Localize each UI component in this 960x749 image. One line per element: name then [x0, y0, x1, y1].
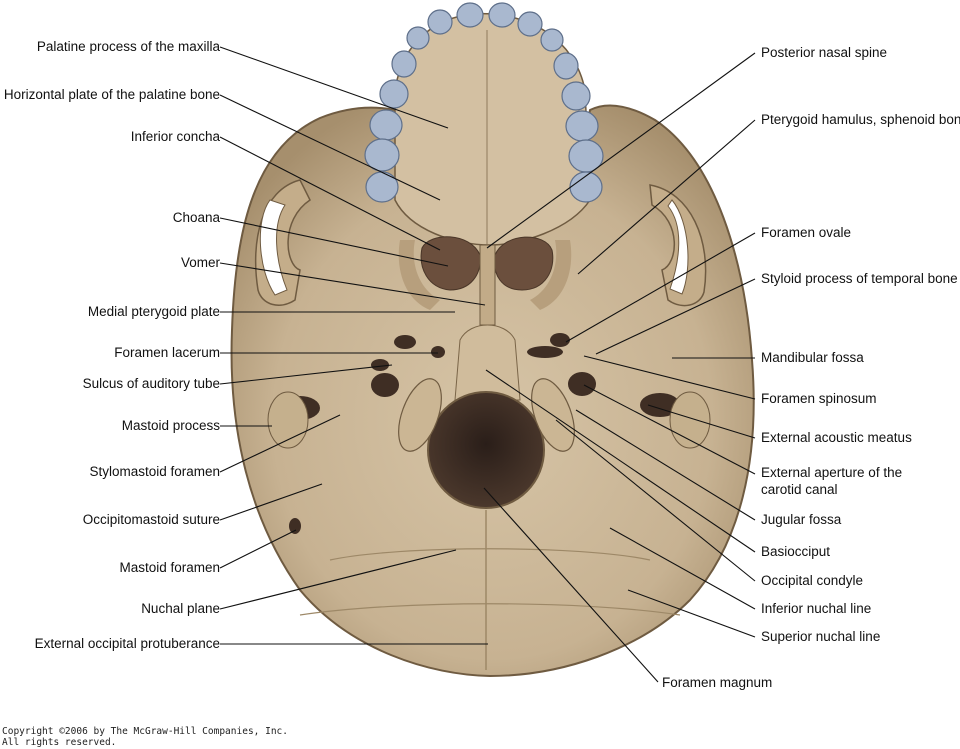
leader-carotid-canal	[583, 384, 756, 475]
leader-basiocciput	[485, 369, 756, 553]
label-external-occipital-protuberance: External occipital protuberance	[34, 636, 220, 651]
leader-horizontal-plate	[219, 94, 441, 201]
label-foramen-lacerum: Foramen lacerum	[114, 345, 220, 360]
label-vomer: Vomer	[180, 255, 220, 270]
leader-styloid-process	[595, 278, 756, 355]
label-jugular-fossa: Jugular fossa	[761, 512, 842, 527]
label-stylomastoid-foramen: Stylomastoid foramen	[89, 464, 220, 479]
leader-stylomastoid-foramen	[219, 414, 341, 473]
label-inferior-concha: Inferior concha	[130, 129, 220, 144]
label-inferior-nuchal-line: Inferior nuchal line	[761, 601, 872, 616]
label-carotid-canal-line2: carotid canal	[761, 482, 838, 497]
label-occipitomastoid-suture: Occipitomastoid suture	[82, 512, 220, 527]
leader-palatine-process	[219, 46, 449, 129]
label-superior-nuchal-line: Superior nuchal line	[761, 629, 881, 644]
copyright-line1: Copyright ©2006 by The McGraw-Hill Compa…	[2, 726, 288, 737]
leader-nuchal-plane	[219, 549, 457, 610]
label-mandibular-fossa: Mandibular fossa	[761, 350, 864, 365]
leader-jugular-fossa	[575, 409, 756, 521]
label-styloid-process: Styloid process of temporal bone	[761, 271, 958, 286]
label-nuchal-plane: Nuchal plane	[141, 601, 220, 616]
label-foramen-ovale: Foramen ovale	[761, 225, 852, 240]
label-choana: Choana	[172, 210, 220, 225]
leader-posterior-nasal-spine	[486, 52, 756, 249]
label-posterior-nasal-spine: Posterior nasal spine	[761, 45, 888, 60]
leader-occipitomastoid-suture	[219, 483, 323, 521]
label-carotid-canal-line1: External aperture of the	[761, 465, 903, 480]
label-medial-pterygoid-plate: Medial pterygoid plate	[87, 304, 220, 319]
foramen-magnum	[427, 391, 545, 509]
label-mastoid-foramen: Mastoid foramen	[119, 560, 220, 575]
leader-mastoid-foramen	[219, 529, 297, 569]
leader-superior-nuchal-line	[627, 589, 756, 638]
leader-choana	[219, 217, 449, 267]
leader-external-acoustic-meatus	[647, 404, 756, 439]
label-mastoid-process: Mastoid process	[121, 418, 220, 433]
label-occipital-condyle: Occipital condyle	[761, 573, 864, 588]
label-external-acoustic-meatus: External acoustic meatus	[761, 430, 912, 445]
label-foramen-magnum: Foramen magnum	[662, 675, 773, 690]
label-pterygoid-hamulus: Pterygoid hamulus, sphenoid bone	[761, 112, 960, 127]
leader-pterygoid-hamulus	[577, 119, 756, 275]
leader-foramen-magnum	[483, 487, 659, 683]
leader-inferior-nuchal-line	[609, 527, 756, 610]
label-foramen-spinosum: Foramen spinosum	[761, 391, 877, 406]
label-palatine-process: Palatine process of the maxilla	[36, 39, 220, 54]
label-basiocciput: Basiocciput	[761, 544, 831, 559]
leader-foramen-spinosum	[583, 355, 756, 400]
leader-lines	[219, 46, 756, 683]
leader-vomer	[219, 262, 486, 306]
label-horizontal-plate: Horizontal plate of the palatine bone	[3, 87, 220, 102]
copyright-line2: All rights reserved.	[2, 737, 117, 748]
teeth	[364, 2, 604, 203]
hard-palate	[394, 12, 591, 246]
leader-occipital-condyle	[555, 419, 756, 582]
leader-inferior-concha	[219, 136, 441, 251]
leader-sulcus-auditory-tube	[219, 364, 393, 385]
leader-foramen-ovale	[565, 232, 756, 343]
label-sulcus-auditory-tube: Sulcus of auditory tube	[82, 376, 220, 391]
